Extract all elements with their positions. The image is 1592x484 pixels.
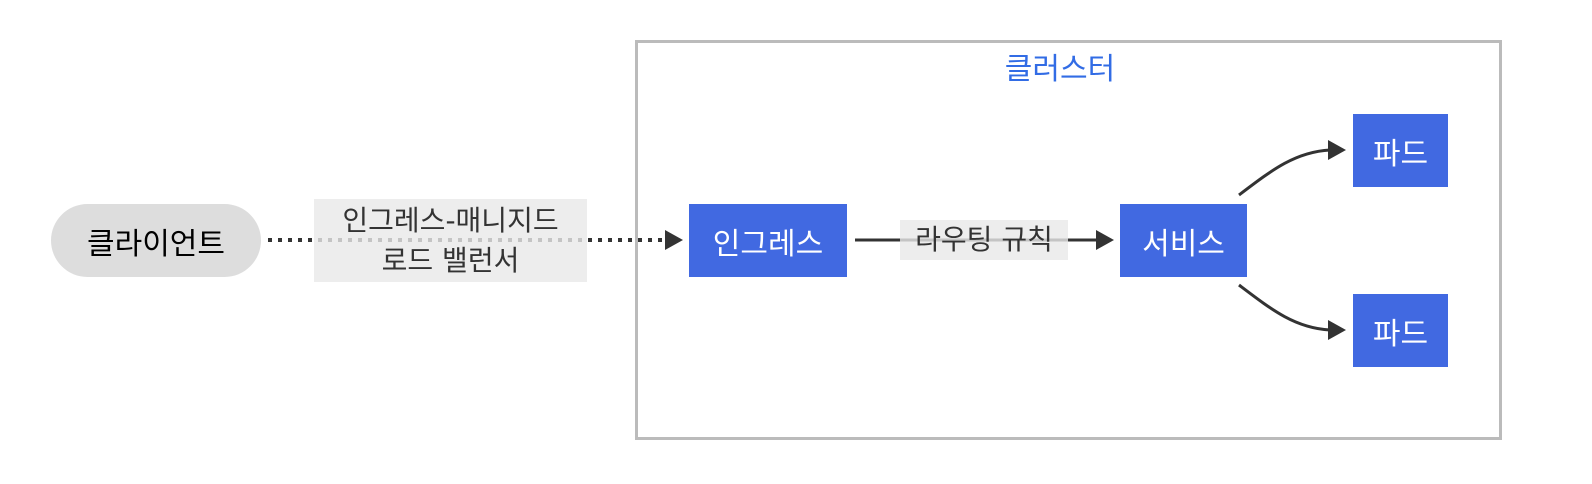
service-label: 서비스 [1142,226,1225,262]
arrowhead-ingress [665,230,683,250]
ingress-node: 인그레스 [689,204,847,277]
pod-node-1: 파드 [1353,114,1448,187]
load-balancer-label: 인그레스-매니지드 로드 밸런서 [314,199,587,282]
edge-service-to-pod-1 [1238,148,1331,197]
arrowhead-pod-1 [1328,140,1346,160]
routing-rule-text: 라우팅 규칙 [915,223,1053,256]
client-node: 클라이언트 [51,204,261,277]
ingress-label: 인그레스 [712,226,824,262]
pod-1-label: 파드 [1372,136,1429,172]
pod-2-label: 파드 [1372,316,1429,352]
service-node: 서비스 [1120,204,1247,277]
arrowhead-service [1096,230,1114,250]
client-label: 클라이언트 [87,226,225,262]
routing-rule-label: 라우팅 규칙 [900,220,1068,260]
edge-service-to-pod-2 [1238,283,1331,332]
load-balancer-label-line-1: 인그레스-매니지드 [342,203,559,237]
pod-node-2: 파드 [1353,294,1448,367]
cluster-box [635,40,1502,440]
load-balancer-label-line-2: 로드 밸런서 [381,243,520,277]
cluster-label: 클러스터 [1004,52,1116,87]
arrowhead-pod-2 [1328,320,1346,340]
